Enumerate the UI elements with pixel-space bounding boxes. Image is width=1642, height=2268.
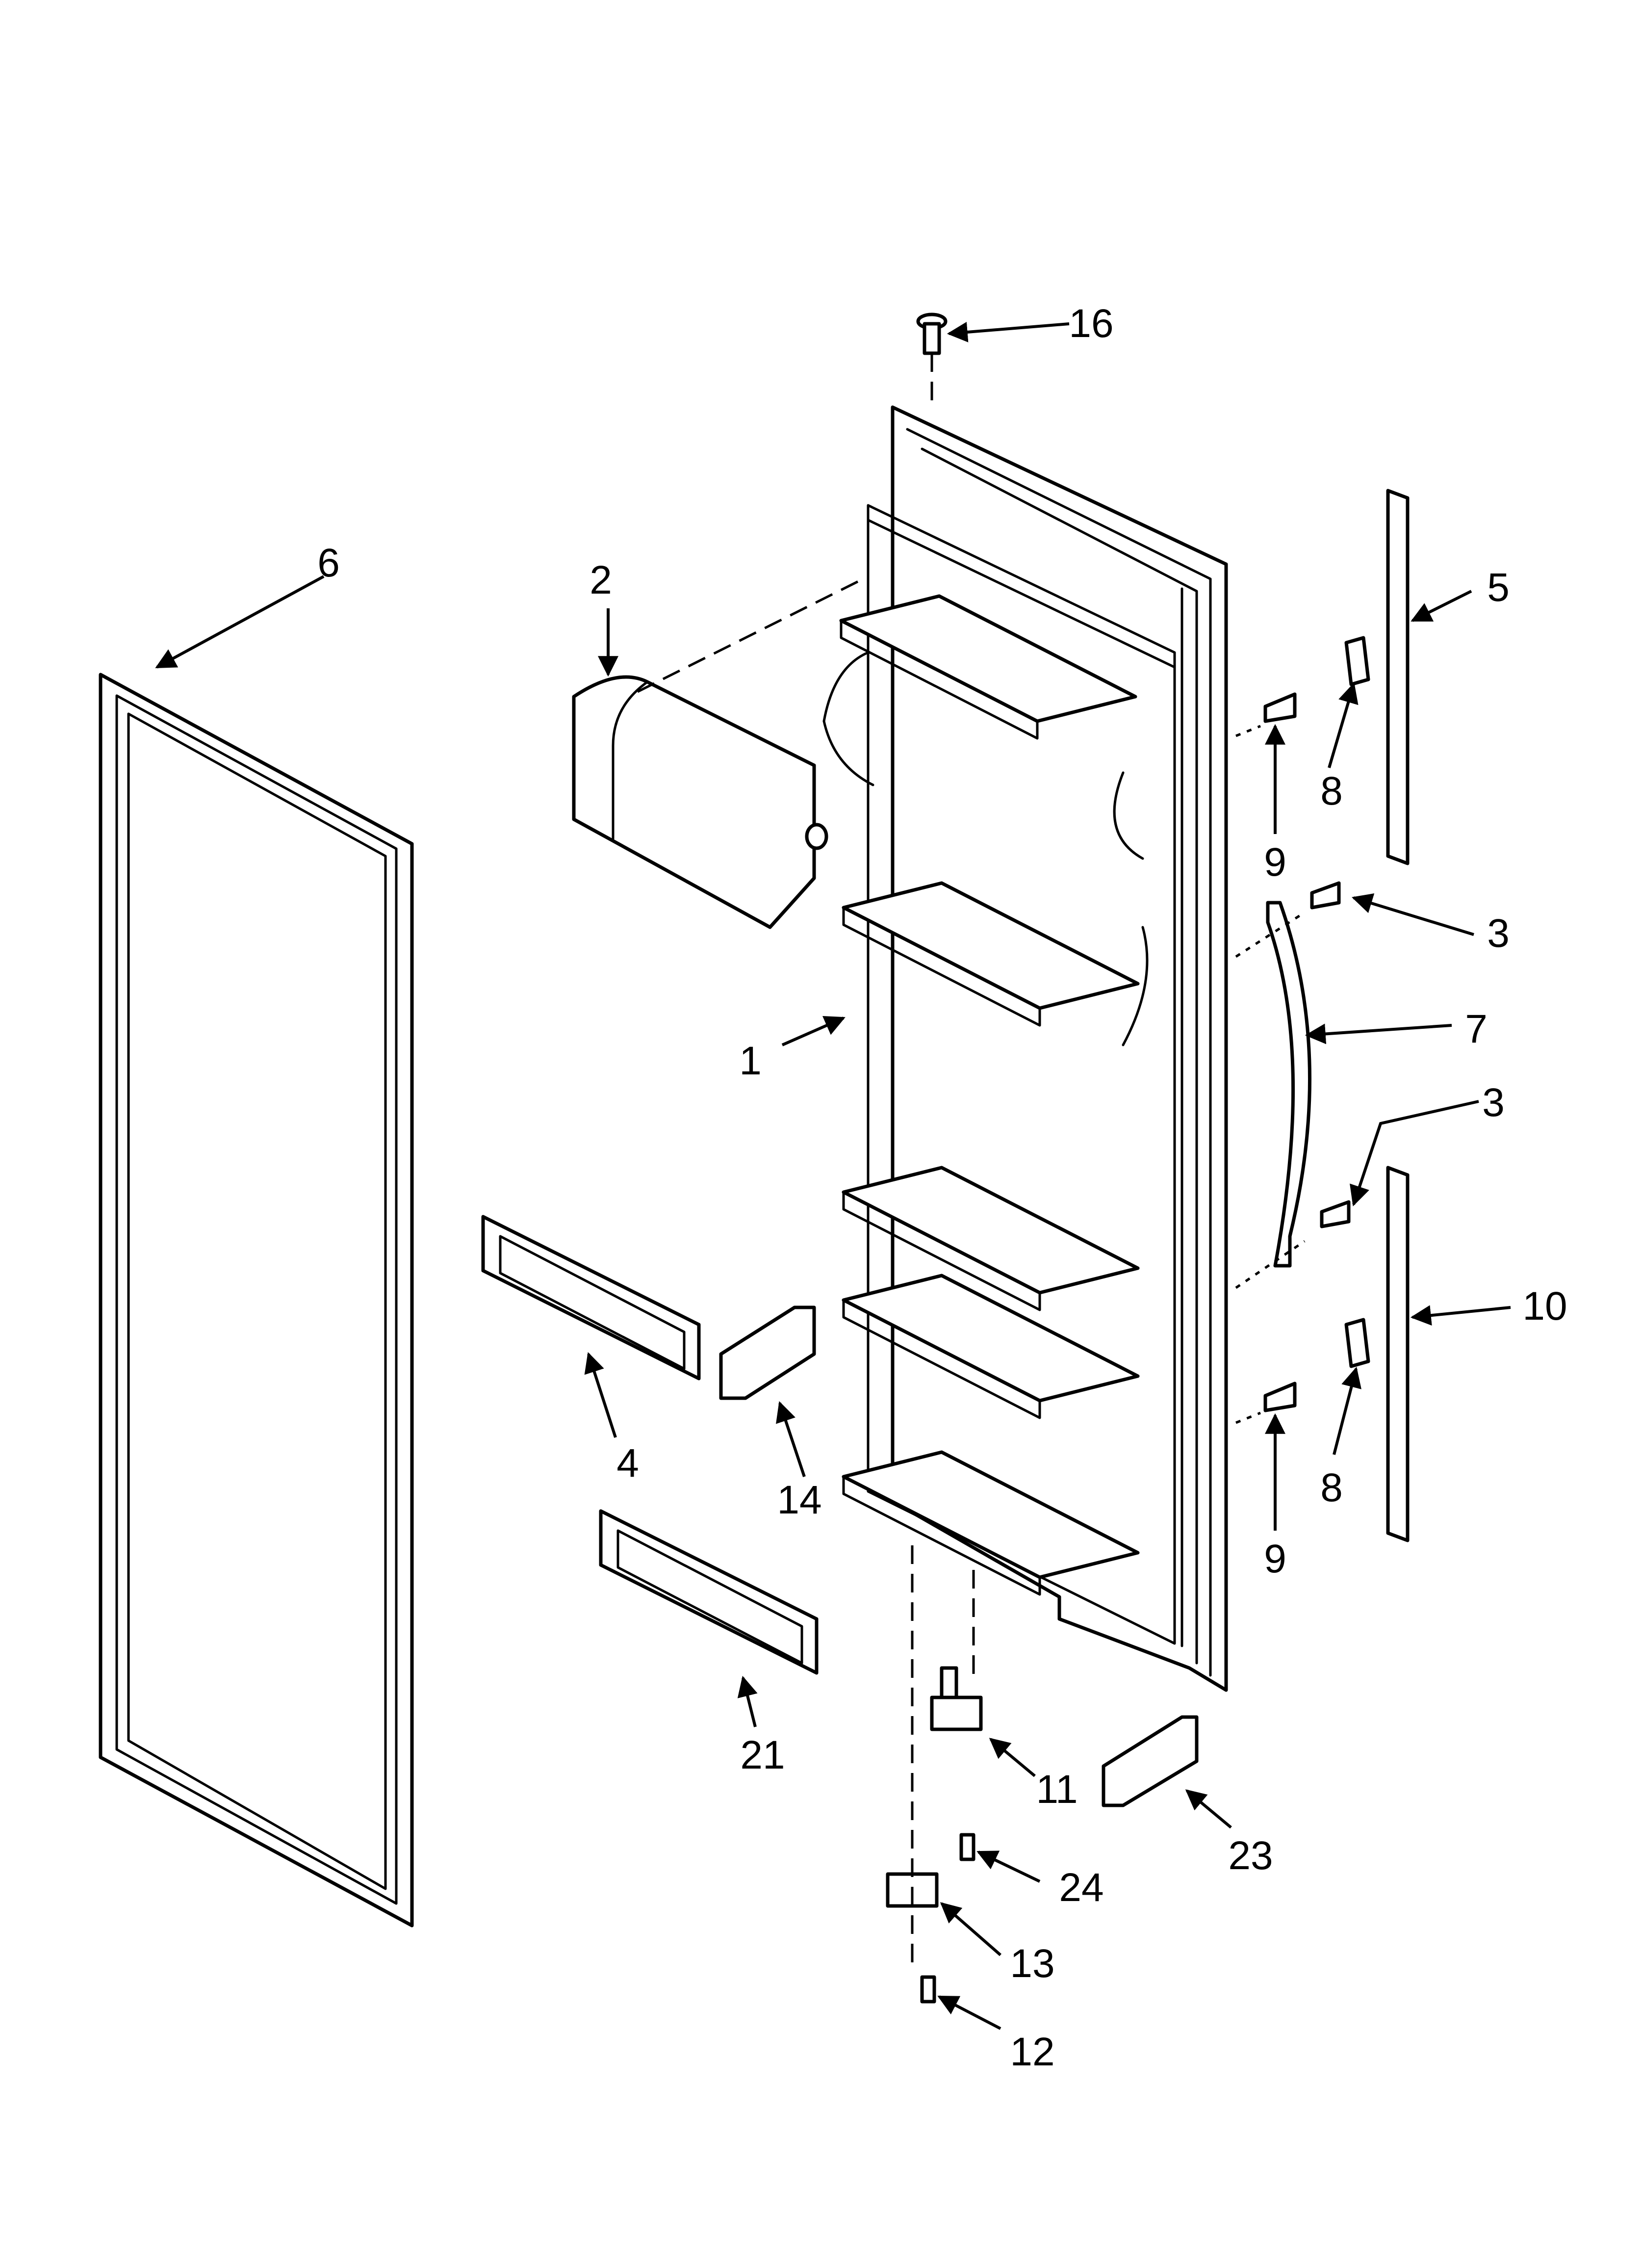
door-gasket bbox=[99, 673, 414, 1928]
callout-23: 23 bbox=[1228, 1833, 1273, 1878]
handle-clip-upper bbox=[1344, 636, 1370, 686]
door-trim-10 bbox=[1386, 1166, 1410, 1542]
callout-labels: 16 6 2 1 5 8 9 3 7 3 10 4 14 8 9 21 11 2… bbox=[317, 301, 1567, 2074]
leader-lines bbox=[155, 321, 1511, 2030]
callout-6: 6 bbox=[317, 541, 340, 585]
callout-21: 21 bbox=[740, 1733, 785, 1777]
door-trim-5 bbox=[1386, 489, 1410, 865]
callout-8-upper: 8 bbox=[1320, 769, 1343, 813]
handle-clip-lower bbox=[1344, 1318, 1370, 1368]
door-shelf-3 bbox=[842, 1166, 1140, 1311]
door-shelf-5 bbox=[842, 1450, 1140, 1596]
callout-5: 5 bbox=[1487, 565, 1510, 610]
screw-3-lower bbox=[1320, 1200, 1351, 1228]
callout-9-lower: 9 bbox=[1264, 1537, 1286, 1581]
door-shelf-2 bbox=[842, 881, 1140, 1027]
screw-9-upper bbox=[1263, 692, 1297, 723]
callout-11: 11 bbox=[1036, 1767, 1078, 1812]
alignment-lines bbox=[637, 353, 1306, 1962]
screw-9-lower bbox=[1263, 1382, 1297, 1412]
screw-3-upper bbox=[1310, 881, 1341, 910]
door-shelf-4 bbox=[842, 1274, 1140, 1419]
callout-8-lower: 8 bbox=[1320, 1465, 1343, 1510]
door-handle bbox=[1266, 901, 1311, 1268]
screw-12 bbox=[920, 1975, 936, 2004]
shelf-riser-21 bbox=[599, 1509, 819, 1675]
door-liner bbox=[822, 405, 1228, 1692]
callout-9-upper: 9 bbox=[1264, 840, 1286, 885]
door-shelf-1 bbox=[839, 594, 1137, 740]
screw-24 bbox=[959, 1833, 975, 1861]
callout-10: 10 bbox=[1522, 1284, 1567, 1329]
callout-7: 7 bbox=[1465, 1007, 1488, 1051]
shelf-riser-4 bbox=[481, 1215, 701, 1381]
end-cap-23 bbox=[1102, 1715, 1199, 1807]
end-cap-14 bbox=[719, 1305, 816, 1400]
callout-2: 2 bbox=[590, 558, 612, 602]
callout-3-upper: 3 bbox=[1487, 911, 1510, 956]
callout-4: 4 bbox=[616, 1441, 639, 1486]
callout-13: 13 bbox=[1010, 1941, 1054, 1986]
callout-16: 16 bbox=[1069, 301, 1113, 346]
bottom-hinge-11 bbox=[930, 1666, 983, 1731]
callout-14: 14 bbox=[777, 1478, 821, 1522]
callout-3-lower: 3 bbox=[1482, 1080, 1505, 1125]
callout-24: 24 bbox=[1059, 1865, 1103, 1910]
top-hinge-pin bbox=[916, 313, 948, 355]
dairy-door bbox=[572, 675, 828, 929]
callout-12: 12 bbox=[1010, 2030, 1054, 2074]
callout-1: 1 bbox=[739, 1039, 762, 1083]
